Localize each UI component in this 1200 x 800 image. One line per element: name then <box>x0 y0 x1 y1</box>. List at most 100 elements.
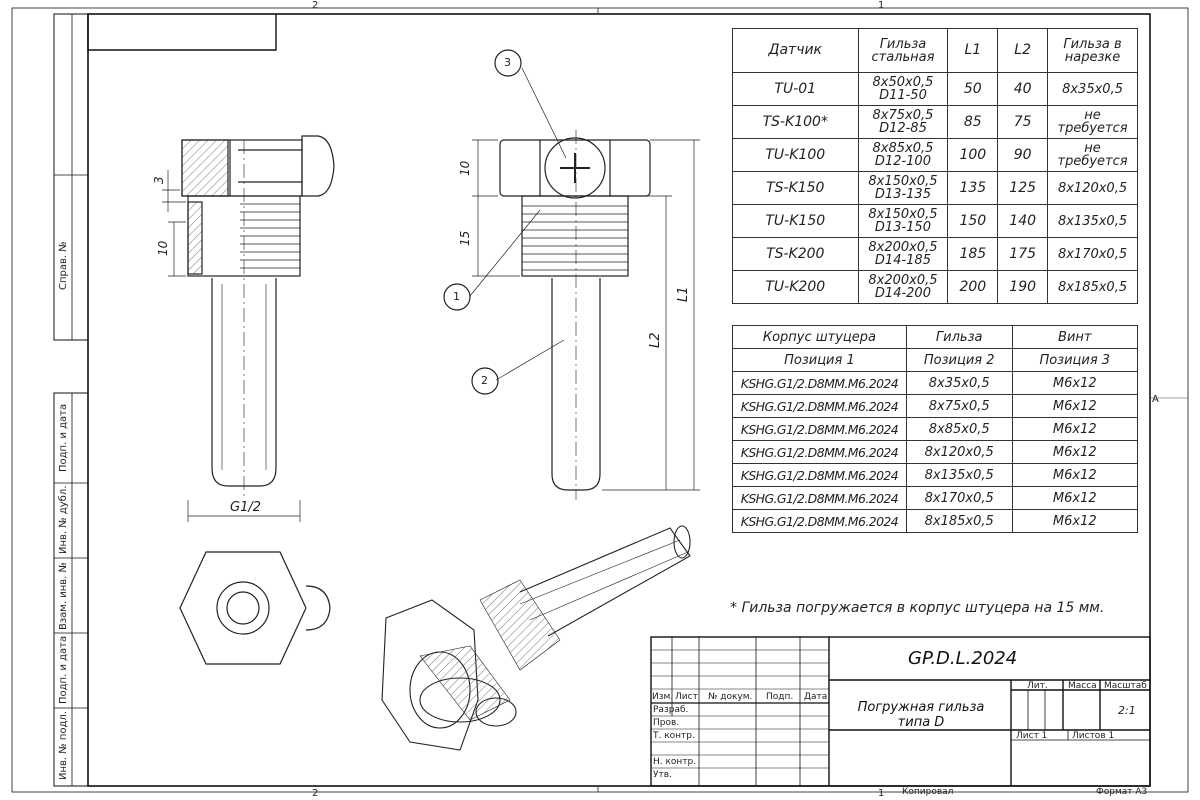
table-cell: M6x12 <box>1011 486 1139 510</box>
dim-l1: L1 <box>676 286 691 302</box>
table-cell: KSHG.G1/2.D8MM.M6.2024 <box>732 440 907 464</box>
callout-2: 2 <box>481 374 488 387</box>
section-view <box>162 135 335 522</box>
table-cell: 135 <box>947 171 999 205</box>
table-cell: 8x170x0,5 <box>1047 237 1138 271</box>
table-cell: 8x120x0,5 <box>1047 171 1138 205</box>
dim-10-elevation: 10 <box>458 160 472 176</box>
table-cell: 8x85x0,5 <box>905 417 1013 441</box>
zone-top-left: 2 <box>312 0 319 11</box>
table-cell: 90 <box>997 138 1049 172</box>
strip-inv-podl: Инв. № подл. <box>58 711 69 780</box>
table-cell: 8x75x0,5 D12-85 <box>857 105 949 139</box>
table-cell: TU-K100 <box>732 138 859 172</box>
table-cell: TU-K150 <box>732 204 859 238</box>
tb-kopiroval: Копировал <box>902 787 954 797</box>
part-name-line1: Погружная гильза <box>857 700 985 715</box>
tb-masshtab: Масштаб <box>1104 681 1147 691</box>
table-cell: 200 <box>947 270 999 304</box>
tb-dokum: № докум. <box>708 692 753 702</box>
th-pos-2: Позиция 2 <box>905 348 1013 372</box>
strip-sprav: Справ. № <box>58 241 69 290</box>
zone-top-right: 1 <box>878 0 885 11</box>
table-cell: KSHG.G1/2.D8MM.M6.2024 <box>732 417 907 441</box>
th-pos-3: Позиция 3 <box>1011 348 1139 372</box>
part-name-line2: типа D <box>897 715 945 730</box>
designation: GP.D.L.2024 <box>908 648 1018 669</box>
th-l1: L1 <box>947 28 999 73</box>
tb-izm: Изм. <box>652 692 674 702</box>
tb-format: Формат А3 <box>1096 787 1148 797</box>
table-cell: 8x185x0,5 <box>905 509 1013 533</box>
table-cell: KSHG.G1/2.D8MM.M6.2024 <box>732 394 907 418</box>
sensor-table: Датчик Гильза стальная L1 L2 Гильза в на… <box>732 28 1138 304</box>
th-korpus: Корпус штуцера <box>732 325 907 349</box>
table-cell: M6x12 <box>1011 463 1139 487</box>
th-gilza-narezke: Гильза в нарезке <box>1047 28 1138 73</box>
table-cell: 8x135x0,5 <box>1047 204 1138 238</box>
strip-podp-data-2: Подп. и дата <box>58 635 69 704</box>
table-cell: 8x200x0,5 D14-200 <box>857 270 949 304</box>
table-cell: 8x50x0,5 D11-50 <box>857 72 949 106</box>
dim-g12: G1/2 <box>230 500 261 515</box>
table-cell: 8x35x0,5 <box>1047 72 1138 106</box>
table-cell: 8x135x0,5 <box>905 463 1013 487</box>
tb-razrab: Разраб. <box>653 705 689 715</box>
tb-podp: Подп. <box>766 692 794 702</box>
table-cell: 185 <box>947 237 999 271</box>
tb-massa: Масса <box>1068 681 1097 691</box>
dim-15: 15 <box>458 230 472 246</box>
th-datchik: Датчик <box>732 28 859 73</box>
table-cell: 8x85x0,5 D12-100 <box>857 138 949 172</box>
table-cell: 50 <box>947 72 999 106</box>
tb-t-kontr: Т. контр. <box>653 731 695 741</box>
table-cell: 85 <box>947 105 999 139</box>
dim-3: 3 <box>152 176 166 184</box>
dim-l2: L2 <box>648 332 663 348</box>
table-cell: M6x12 <box>1011 371 1139 395</box>
strip-inv-dubl: Инв. № дубл. <box>58 485 69 554</box>
table-cell: KSHG.G1/2.D8MM.M6.2024 <box>732 486 907 510</box>
table-cell: не требуется <box>1047 105 1138 139</box>
zone-bottom-right: 1 <box>878 788 885 799</box>
table-cell: 8x170x0,5 <box>905 486 1013 510</box>
title-block-grid <box>650 636 1151 787</box>
table-cell: M6x12 <box>1011 417 1139 441</box>
table-cell: KSHG.G1/2.D8MM.M6.2024 <box>732 371 907 395</box>
tb-data: Дата <box>804 692 828 702</box>
table-cell: KSHG.G1/2.D8MM.M6.2024 <box>732 463 907 487</box>
th-gilza-stalnaya: Гильза стальная <box>857 28 949 73</box>
table-cell: TS-K100* <box>732 105 859 139</box>
table-cell: 175 <box>997 237 1049 271</box>
tb-list: Лист <box>675 692 698 702</box>
table-cell: 150 <box>947 204 999 238</box>
table-cell: 100 <box>947 138 999 172</box>
table-cell: M6x12 <box>1011 440 1139 464</box>
tb-scale-value: 2:1 <box>1118 704 1136 717</box>
end-view <box>179 551 331 665</box>
strip-podp-data-1: Подп. и дата <box>58 403 69 472</box>
tb-utv: Утв. <box>653 770 672 780</box>
table-cell: 190 <box>997 270 1049 304</box>
table-cell: TS-K200 <box>732 237 859 271</box>
isometric-view <box>381 525 691 751</box>
table-cell: 8x200x0,5 D14-185 <box>857 237 949 271</box>
tb-n-kontr: Н. контр. <box>653 757 697 767</box>
table-cell: 8x35x0,5 <box>905 371 1013 395</box>
table-cell: 40 <box>997 72 1049 106</box>
table-cell: 125 <box>997 171 1049 205</box>
table-cell: 8x185x0,5 <box>1047 270 1138 304</box>
